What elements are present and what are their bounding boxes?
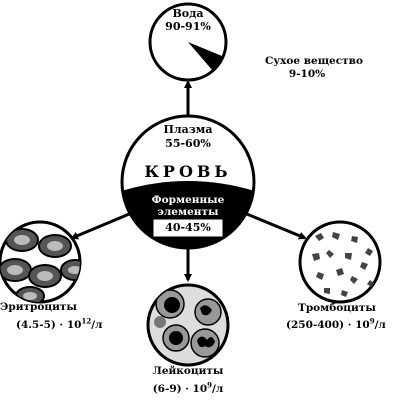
thrombocytes-count: (250-400) · 109/л xyxy=(286,316,386,331)
dry-matter-value: 9-10% xyxy=(288,68,326,80)
leukocytes-circle xyxy=(146,283,230,367)
leukocytes-count: (6-9) · 109/л xyxy=(152,380,224,395)
arrows xyxy=(70,80,307,282)
formed-elements-box xyxy=(152,218,224,238)
erythrocytes-count: (4.5-5) · 1012/л xyxy=(16,316,103,331)
plasma-title: Плазма xyxy=(163,123,213,136)
dry-matter-slice xyxy=(188,42,222,71)
dry-matter-title: Сухое вещество xyxy=(265,55,363,67)
plasma-value: 55-60% xyxy=(165,137,211,150)
erythrocytes-circle xyxy=(0,220,82,304)
leukocytes-name: Лейкоциты xyxy=(152,365,224,377)
arrow-to-erythrocytes xyxy=(70,210,135,240)
thrombocytes-name: Тромбоциты xyxy=(298,302,376,314)
water-circle xyxy=(148,2,228,82)
thrombocytes-circle xyxy=(298,220,382,304)
erythrocytes-name: Эритроциты xyxy=(0,301,77,313)
formed-elements-title-1: Форменные xyxy=(151,194,225,206)
water-value: 90-91% xyxy=(165,20,211,33)
formed-elements-value: 40-45% xyxy=(165,221,211,234)
arrow-to-thrombocytes xyxy=(241,210,307,240)
water-title: Вода xyxy=(172,7,204,20)
blood-title: КРОВЬ xyxy=(144,162,232,181)
formed-elements-title-2: элементы xyxy=(157,206,219,218)
